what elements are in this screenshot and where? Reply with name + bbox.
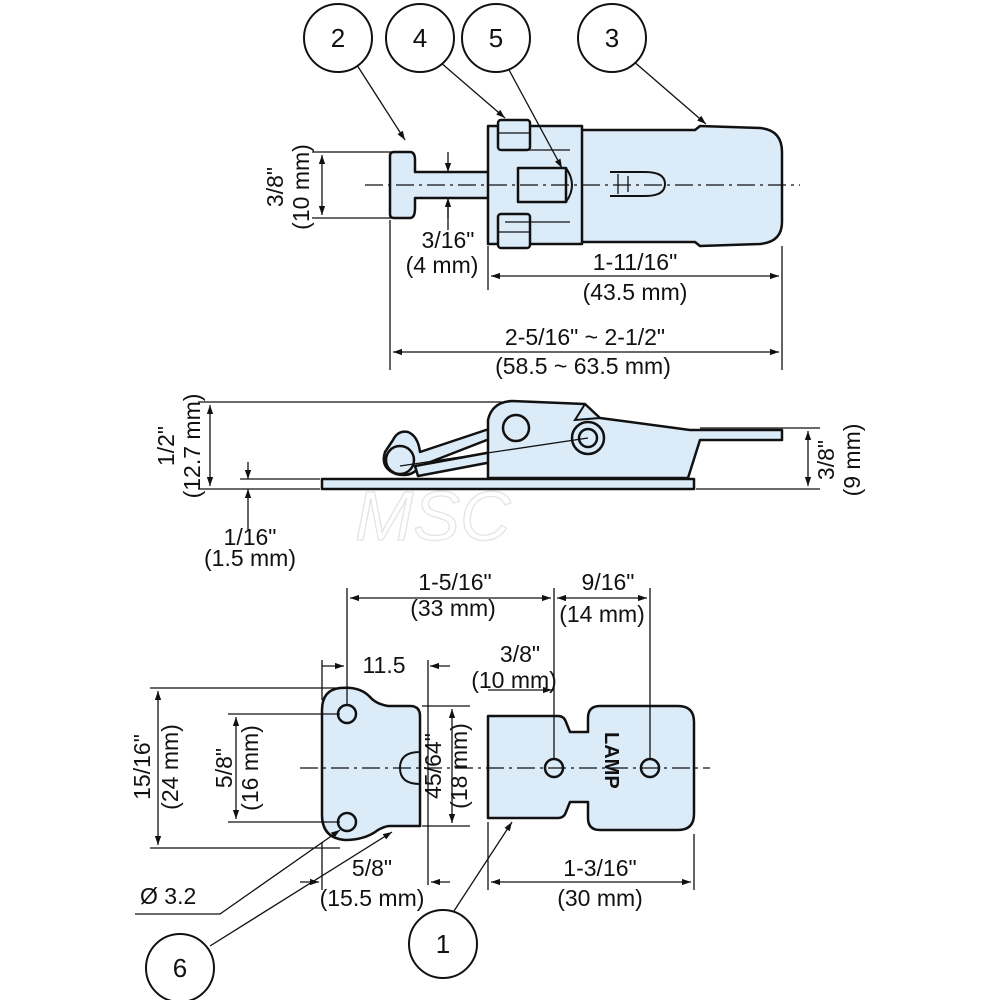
svg-text:4: 4 [413,23,427,53]
base-plate [320,477,696,491]
side-view-dimensions: 1/2" (12.7 mm) 3/8" (9 mm) 1/16" (1.5 mm… [153,394,865,571]
plate-thk-mm: (1.5 mm) [204,545,296,571]
keeper-width-mm: (30 mm) [557,885,643,911]
callouts-top: 2 4 5 3 [303,3,707,169]
keeper-width-in: 1-3/16" [563,855,636,881]
base-plate-flat [320,686,422,842]
plate-inner-mm: (18 mm) [446,723,472,809]
hole-span-mm: (33 mm) [410,595,496,621]
top-height-in: 3/8" [262,167,288,207]
hole-diameter: Ø 3.2 [140,883,196,909]
brand-logo: LAMP [600,732,622,789]
keeper-hole-in: 3/8" [500,641,540,667]
callout-1 [408,909,478,979]
callout-2 [303,3,373,73]
callouts-bottom: 6 1 [145,821,513,1000]
side-right-in: 3/8" [813,440,839,480]
body-length-in: 1-11/16" [593,249,677,275]
plate-hole-top [336,703,358,725]
callout-3 [577,3,647,73]
plate-height-in: 15/16" [129,734,155,800]
svg-text:5: 5 [489,23,503,53]
hole-pitch-mm: (16 mm) [237,725,263,811]
plate-inner-in: 45/64" [420,733,446,799]
callout-6 [145,933,215,1000]
shaft-in: 3/16" [422,227,475,253]
total-length-in: 2-5/16" ~ 2-1/2" [505,324,665,350]
small-dim: 11.5 [362,652,405,678]
callout-4 [385,3,455,73]
side-right-mm: (9 mm) [839,424,865,497]
keeper-hole-mm: (10 mm) [471,667,557,693]
side-view [320,399,784,491]
pin-upper [496,118,532,152]
plate-height-mm: (24 mm) [157,724,183,810]
lever-body [578,124,784,248]
top-view [365,118,800,250]
hole-pitch-in: 5/8" [211,748,237,788]
pin-lower [496,212,532,250]
side-height-in: 1/2" [153,426,179,466]
shaft-mm: (4 mm) [406,252,479,278]
svg-text:2: 2 [331,23,345,53]
svg-text:3: 3 [605,23,619,53]
plate-width-mm: (15.5 mm) [320,885,425,911]
plate-hole-bottom [336,811,358,833]
bottom-view-dimensions: 1-5/16" (33 mm) 9/16" (14 mm) 11.5 3/8" … [129,569,695,915]
callout-5 [461,3,531,73]
plate-width-in: 5/8" [352,855,392,881]
bottom-view: LAMP [300,686,710,842]
svg-text:1: 1 [436,929,450,959]
hole-span-in: 1-5/16" [418,569,491,595]
svg-text:6: 6 [173,953,187,983]
total-length-mm: (58.5 ~ 63.5 mm) [495,353,671,379]
top-height-mm: (10 mm) [288,144,314,230]
top-view-dimensions: 3/8" (10 mm) 3/16" (4 mm) 1-11/16" (43.5… [262,144,783,379]
plate-thk-in: 1/16" [224,524,277,550]
body-length-mm: (43.5 mm) [583,279,688,305]
right-hole-mm: (14 mm) [559,601,645,627]
side-height-mm: (12.7 mm) [179,394,205,499]
pivot-hole [501,413,531,443]
right-hole-in: 9/16" [582,569,635,595]
lever-slot [610,171,667,197]
lever-side [486,399,784,480]
